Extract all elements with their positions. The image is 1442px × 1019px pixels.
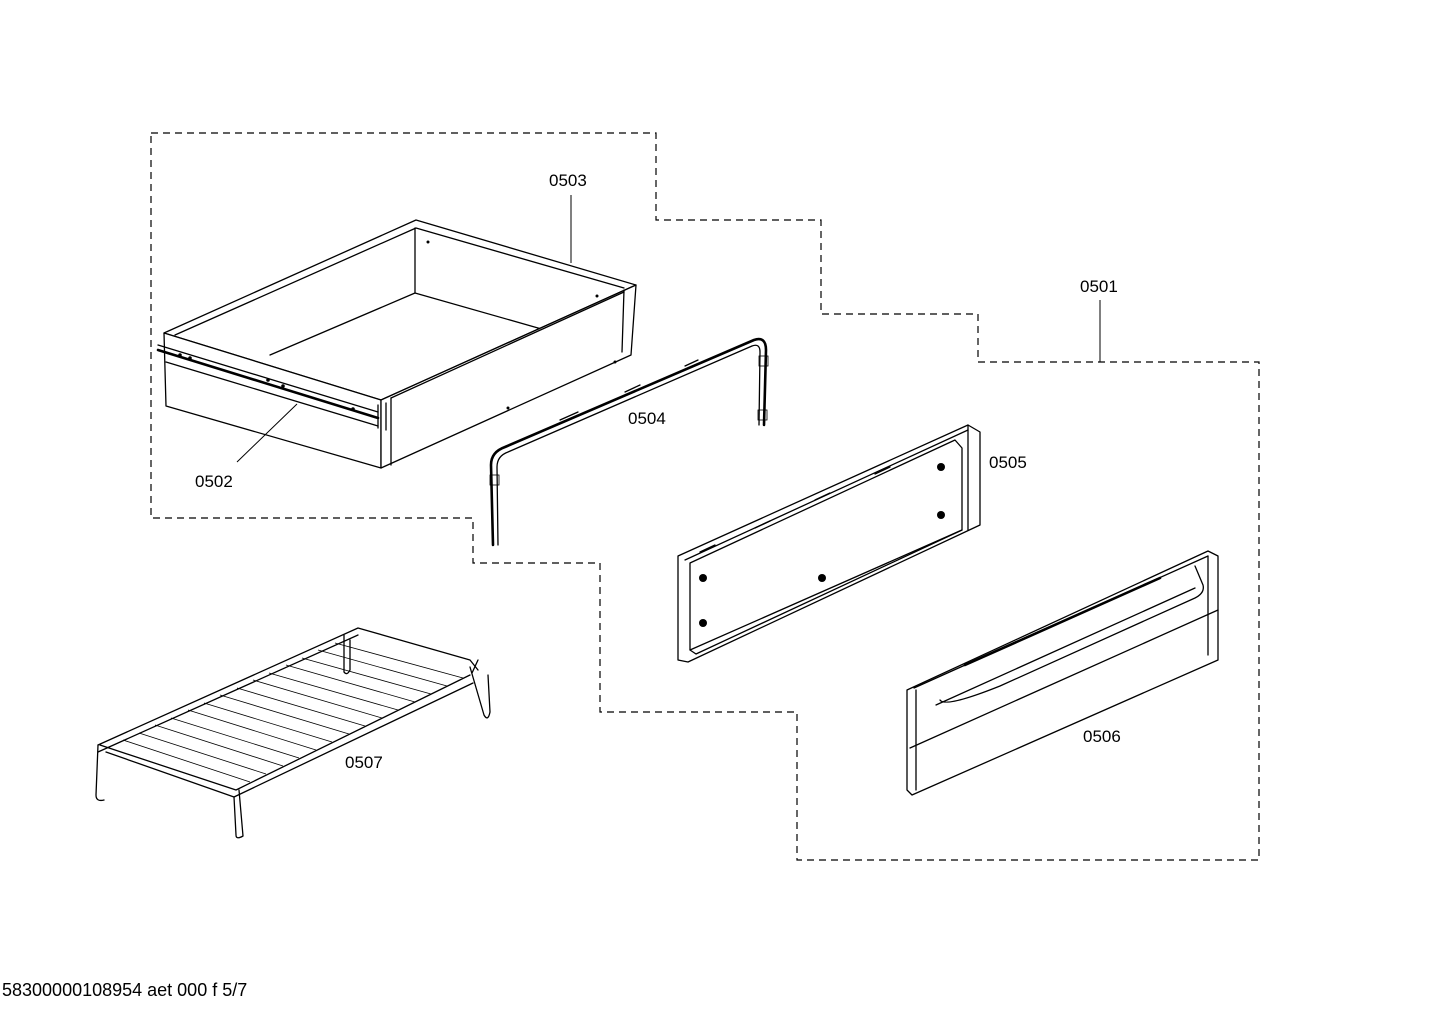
label-0506: 0506 [1083, 727, 1121, 746]
drawer-box-part[interactable] [156, 219, 637, 469]
label-0505: 0505 [989, 453, 1027, 472]
drawing-reference-footer: 58300000108954 aet 000 f 5/7 [2, 980, 248, 1000]
wire-rack-part[interactable] [95, 627, 491, 839]
label-0501: 0501 [1080, 277, 1118, 296]
label-0502: 0502 [195, 472, 233, 491]
inner-panel-part[interactable] [677, 424, 981, 663]
label-0503: 0503 [549, 171, 587, 190]
assembly-group-outline [150, 132, 1260, 861]
label-0504: 0504 [628, 409, 666, 428]
frame-bracket-part[interactable] [489, 337, 769, 547]
drawer-front-part[interactable] [906, 550, 1219, 796]
label-0507: 0507 [345, 753, 383, 772]
leader-0502 [236, 403, 298, 463]
